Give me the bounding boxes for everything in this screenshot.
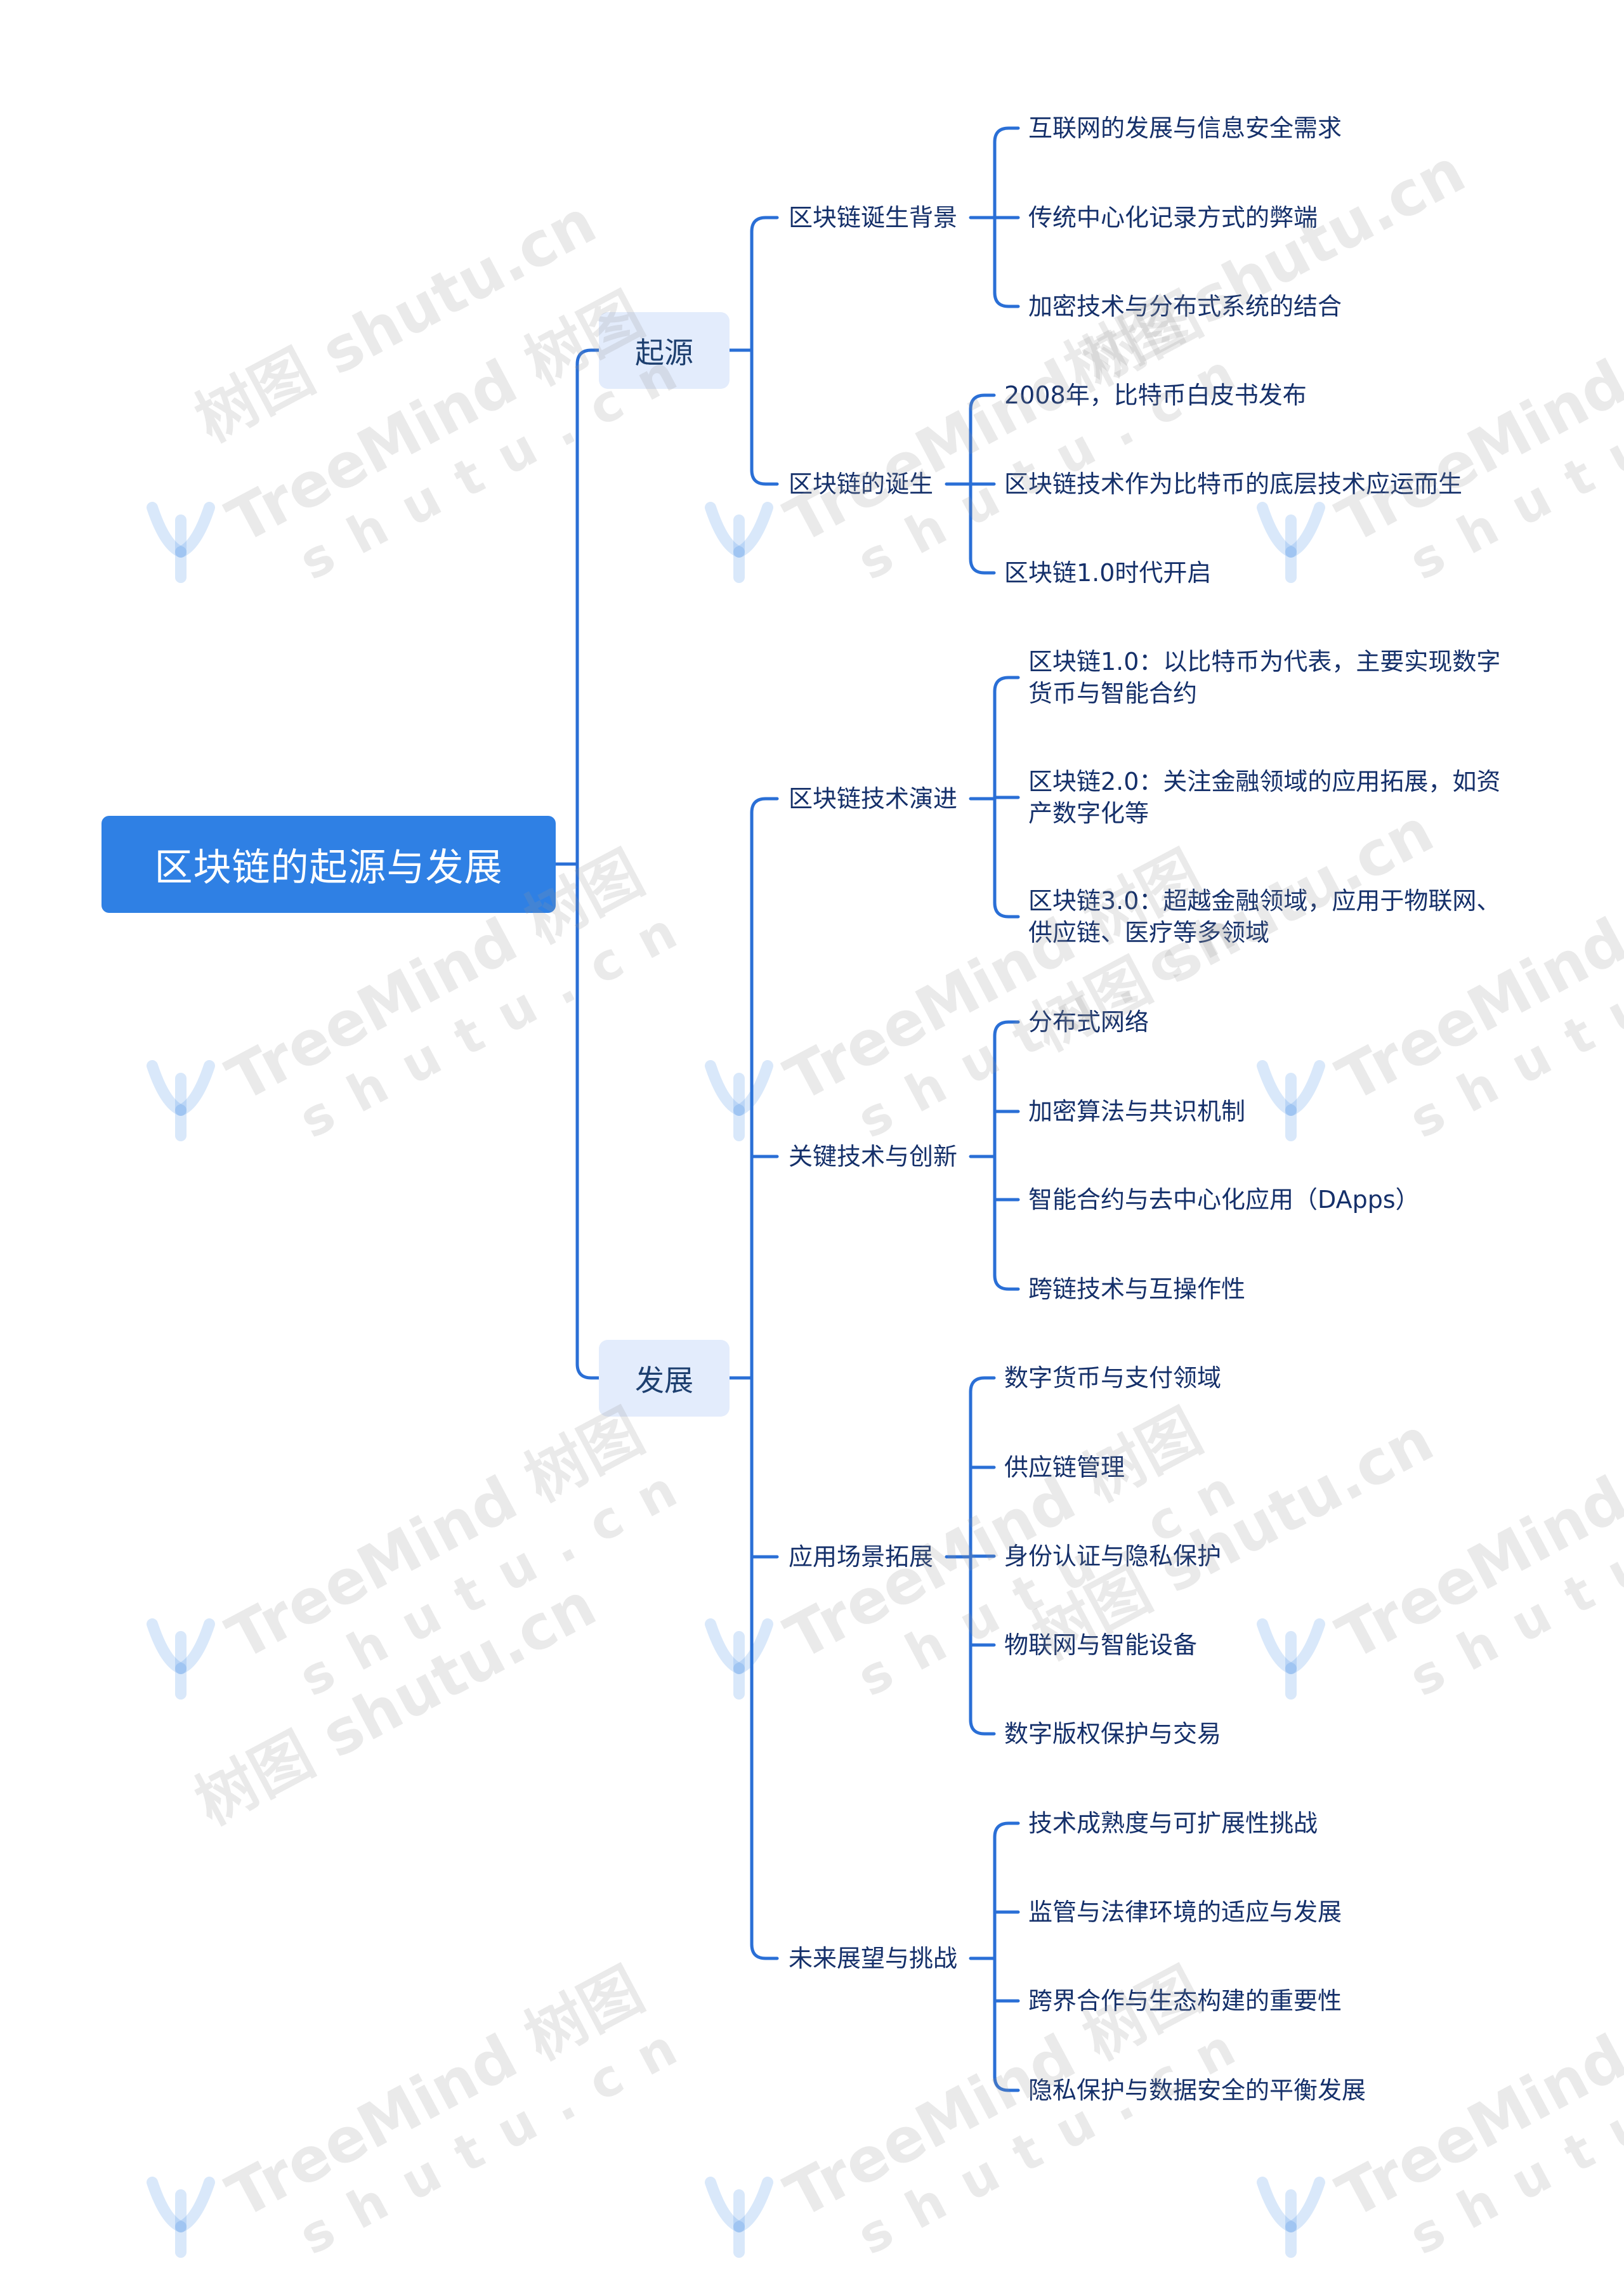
connector-path <box>969 1821 1020 2092</box>
mindmap-canvas: 区块链的起源与发展 起源 发展 区块链诞生背景 区块链的诞生 区块链技术演进 关… <box>102 114 1624 2266</box>
leaf-node[interactable]: 分布式网络 <box>1028 1008 1149 1036</box>
leaf-node[interactable]: 2008年，比特币白皮书发布 <box>1004 381 1307 409</box>
leaf-node[interactable]: 跨链技术与互操作性 <box>1028 1275 1246 1303</box>
leaf-node[interactable]: 传统中心化记录方式的弊端 <box>1028 204 1318 232</box>
leaf-node[interactable]: 区块链3.0：超越金融领域，应用于物联网、 供应链、医疗等多领域 <box>1028 887 1501 947</box>
leaf-node[interactable]: 数字货币与支付领域 <box>1004 1364 1222 1392</box>
leaf-node[interactable]: 技术成熟度与可扩展性挑战 <box>1028 1809 1318 1837</box>
root-node[interactable]: 区块链的起源与发展 <box>102 816 556 913</box>
leaf-node[interactable]: 数字版权保护与交易 <box>1004 1720 1222 1748</box>
leaf-node[interactable]: 物联网与智能设备 <box>1004 1631 1198 1659</box>
connector-path <box>554 348 601 1380</box>
leaf-node[interactable]: 加密技术与分布式系统的结合 <box>1028 292 1342 320</box>
topic-node[interactable]: 区块链的诞生 <box>789 470 934 498</box>
topic-node[interactable]: 应用场景拓展 <box>789 1543 934 1571</box>
leaf-node[interactable]: 供应链管理 <box>1004 1453 1125 1481</box>
leaf-node[interactable]: 隐私保护与数据安全的平衡发展 <box>1028 2076 1366 2104</box>
branch-node-origin[interactable]: 起源 <box>599 312 730 389</box>
leaf-node[interactable]: 监管与法律环境的适应与发展 <box>1028 1898 1342 1926</box>
connector-path <box>728 216 779 486</box>
topic-node[interactable]: 区块链诞生背景 <box>789 204 958 232</box>
leaf-node[interactable]: 智能合约与去中心化应用（DApps） <box>1028 1186 1420 1214</box>
leaf-node[interactable]: 区块链1.0：以比特币为代表，主要实现数字 货币与智能合约 <box>1028 648 1501 707</box>
connector-lines <box>554 126 1020 2092</box>
leaf-node[interactable]: 区块链技术作为比特币的底层技术应运而生 <box>1004 470 1463 498</box>
leaf-node[interactable]: 区块链1.0时代开启 <box>1004 559 1212 587</box>
leaf-node[interactable]: 互联网的发展与信息安全需求 <box>1028 114 1342 142</box>
connector-path <box>728 797 779 1960</box>
topic-node[interactable]: 区块链技术演进 <box>789 785 958 813</box>
connector-path <box>945 1376 996 1736</box>
connector-path <box>969 126 1020 308</box>
connector-path <box>969 676 1020 919</box>
connector-path <box>945 393 996 575</box>
topic-node[interactable]: 关键技术与创新 <box>789 1143 958 1170</box>
branch-node-development[interactable]: 发展 <box>599 1340 730 1417</box>
leaf-node[interactable]: 区块链2.0：关注金融领域的应用拓展，如资 产数字化等 <box>1028 768 1501 827</box>
leaf-node[interactable]: 加密算法与共识机制 <box>1028 1098 1246 1125</box>
connector-path <box>969 1020 1020 1291</box>
leaf-node[interactable]: 跨界合作与生态构建的重要性 <box>1028 1987 1342 2015</box>
topic-node[interactable]: 未来展望与挑战 <box>789 1944 958 1972</box>
leaf-node[interactable]: 身份认证与隐私保护 <box>1004 1542 1222 1570</box>
